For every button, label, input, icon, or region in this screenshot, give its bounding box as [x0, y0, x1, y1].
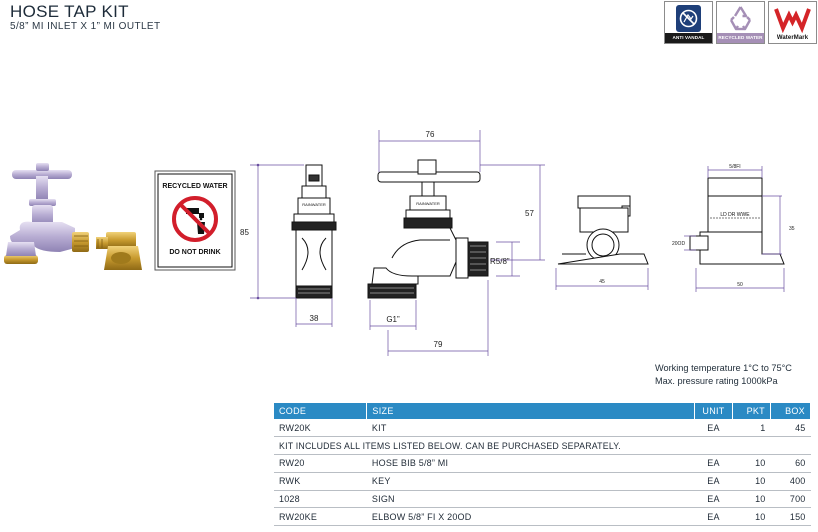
header-box: BOX	[770, 403, 812, 419]
recycled-water-sign: RECYCLED WATER DO NOT DRINK	[154, 170, 236, 271]
cell-box: 45	[770, 419, 811, 438]
table-header-row: CODE SIZE UNIT PKT BOX	[274, 403, 812, 419]
elbow-side-view: LD DR WWE	[684, 166, 785, 292]
cell-size: KIT	[366, 419, 695, 438]
cell-code: 1028	[274, 490, 367, 509]
anti-vandal-icon	[676, 5, 701, 32]
product-drawings: RECYCLED WATER DO NOT DRINK RAINWATER 85	[4, 130, 795, 356]
no-drinking-icon	[172, 196, 218, 242]
cell-size: HOSE BIB 5/8” MI	[366, 454, 695, 473]
cell-code: RW20	[274, 454, 367, 473]
max-pressure: Max. pressure rating 1000kPa	[655, 376, 778, 386]
dim-width-38: 38	[310, 314, 319, 323]
certification-badges: ANTI VANDAL RECYCLED WATER WaterMark	[664, 1, 817, 44]
elbow-photo	[96, 232, 142, 270]
side-view-dimensions: 76 57 R5/8” G1” 79	[369, 130, 545, 356]
product-table: CODE SIZE UNIT PKT BOX RW20K KIT EA 1 45…	[274, 403, 812, 527]
recycled-water-label: RECYCLED WATER	[717, 33, 764, 43]
cell-pkt: 1	[732, 419, 771, 438]
header-unit: UNIT	[694, 403, 733, 419]
tap-side-view: RAINWATER	[367, 159, 489, 299]
sign-bottom-text: DO NOT DRINK	[169, 249, 220, 256]
dim-width-76: 76	[426, 130, 435, 139]
dim-elbow-35: 35	[789, 226, 795, 232]
page-title: HOSE TAP KIT	[10, 2, 129, 21]
table-row: RW20K KIT EA 1 45	[274, 419, 811, 438]
tap-front-view: RAINWATER	[291, 164, 337, 299]
hose-tap-photo	[4, 163, 89, 264]
working-temperature: Working temperature 1°C to 75°C	[655, 363, 792, 373]
table-row: RW20KE ELBOW 5/8” FI X 20OD EA 10 150	[274, 507, 811, 527]
page-subtitle: 5/8” MI INLET X 1” MI OUTLET	[10, 21, 161, 32]
dim-height-85: 85	[240, 228, 249, 237]
dim-elbow-top: 5/8FI	[729, 164, 740, 170]
cell-size: SIGN	[366, 490, 695, 509]
cell-box: 400	[770, 472, 811, 491]
watermark-label: WaterMark	[769, 33, 816, 43]
cell-unit: EA	[694, 507, 733, 527]
dim-elbow-45: 45	[599, 279, 605, 285]
front-view-dimensions: 85 38	[240, 163, 333, 327]
table-note-row: KIT INCLUDES ALL ITEMS LISTED BELOW. CAN…	[274, 436, 811, 456]
cell-box: 700	[770, 490, 811, 509]
cell-code: RWK	[274, 472, 367, 491]
header-size: SIZE	[366, 403, 696, 419]
sign-top-text: RECYCLED WATER	[162, 183, 227, 190]
table-row: RWK KEY EA 10 400	[274, 472, 811, 491]
header-pkt: PKT	[732, 403, 771, 419]
cell-unit: EA	[694, 454, 733, 473]
cell-pkt: 10	[732, 507, 771, 527]
cell-code: RW20K	[274, 419, 367, 438]
cell-box: 60	[770, 454, 811, 473]
cell-pkt: 10	[732, 490, 771, 509]
cell-box: 150	[770, 507, 811, 527]
dim-elbow-inlet: 20OD	[672, 241, 685, 247]
elbow-marking: LD DR WWE	[720, 212, 750, 218]
dim-elbow-50: 50	[737, 282, 743, 288]
recycle-icon	[729, 6, 752, 31]
cell-unit: EA	[694, 472, 733, 491]
dim-reach-79: 79	[434, 340, 443, 349]
cell-unit: EA	[694, 490, 733, 509]
cell-pkt: 10	[732, 472, 771, 491]
elbow-front-view	[555, 195, 649, 290]
recycled-water-badge: RECYCLED WATER	[716, 1, 765, 44]
dim-outlet-thread: G1”	[386, 315, 400, 324]
watermark-icon	[774, 8, 811, 33]
side-tap-marking: RAINWATER	[416, 201, 440, 206]
watermark-badge: WaterMark	[768, 1, 817, 44]
cell-size: ELBOW 5/8” FI X 20OD	[366, 507, 695, 527]
header-code: CODE	[274, 403, 368, 419]
anti-vandal-label: ANTI VANDAL	[665, 33, 712, 43]
table-row: RW20 HOSE BIB 5/8” MI EA 10 60	[274, 454, 811, 473]
cell-code: RW20KE	[274, 507, 367, 527]
anti-vandal-badge: ANTI VANDAL	[664, 1, 713, 44]
cell-unit: EA	[694, 419, 733, 438]
cell-pkt: 10	[732, 454, 771, 473]
dim-height-57: 57	[525, 209, 534, 218]
dim-inlet-thread: R5/8”	[490, 257, 510, 266]
kit-note: KIT INCLUDES ALL ITEMS LISTED BELOW. CAN…	[274, 436, 811, 456]
front-tap-marking: RAINWATER	[302, 202, 326, 207]
table-row: 1028 SIGN EA 10 700	[274, 490, 811, 509]
cell-size: KEY	[366, 472, 695, 491]
